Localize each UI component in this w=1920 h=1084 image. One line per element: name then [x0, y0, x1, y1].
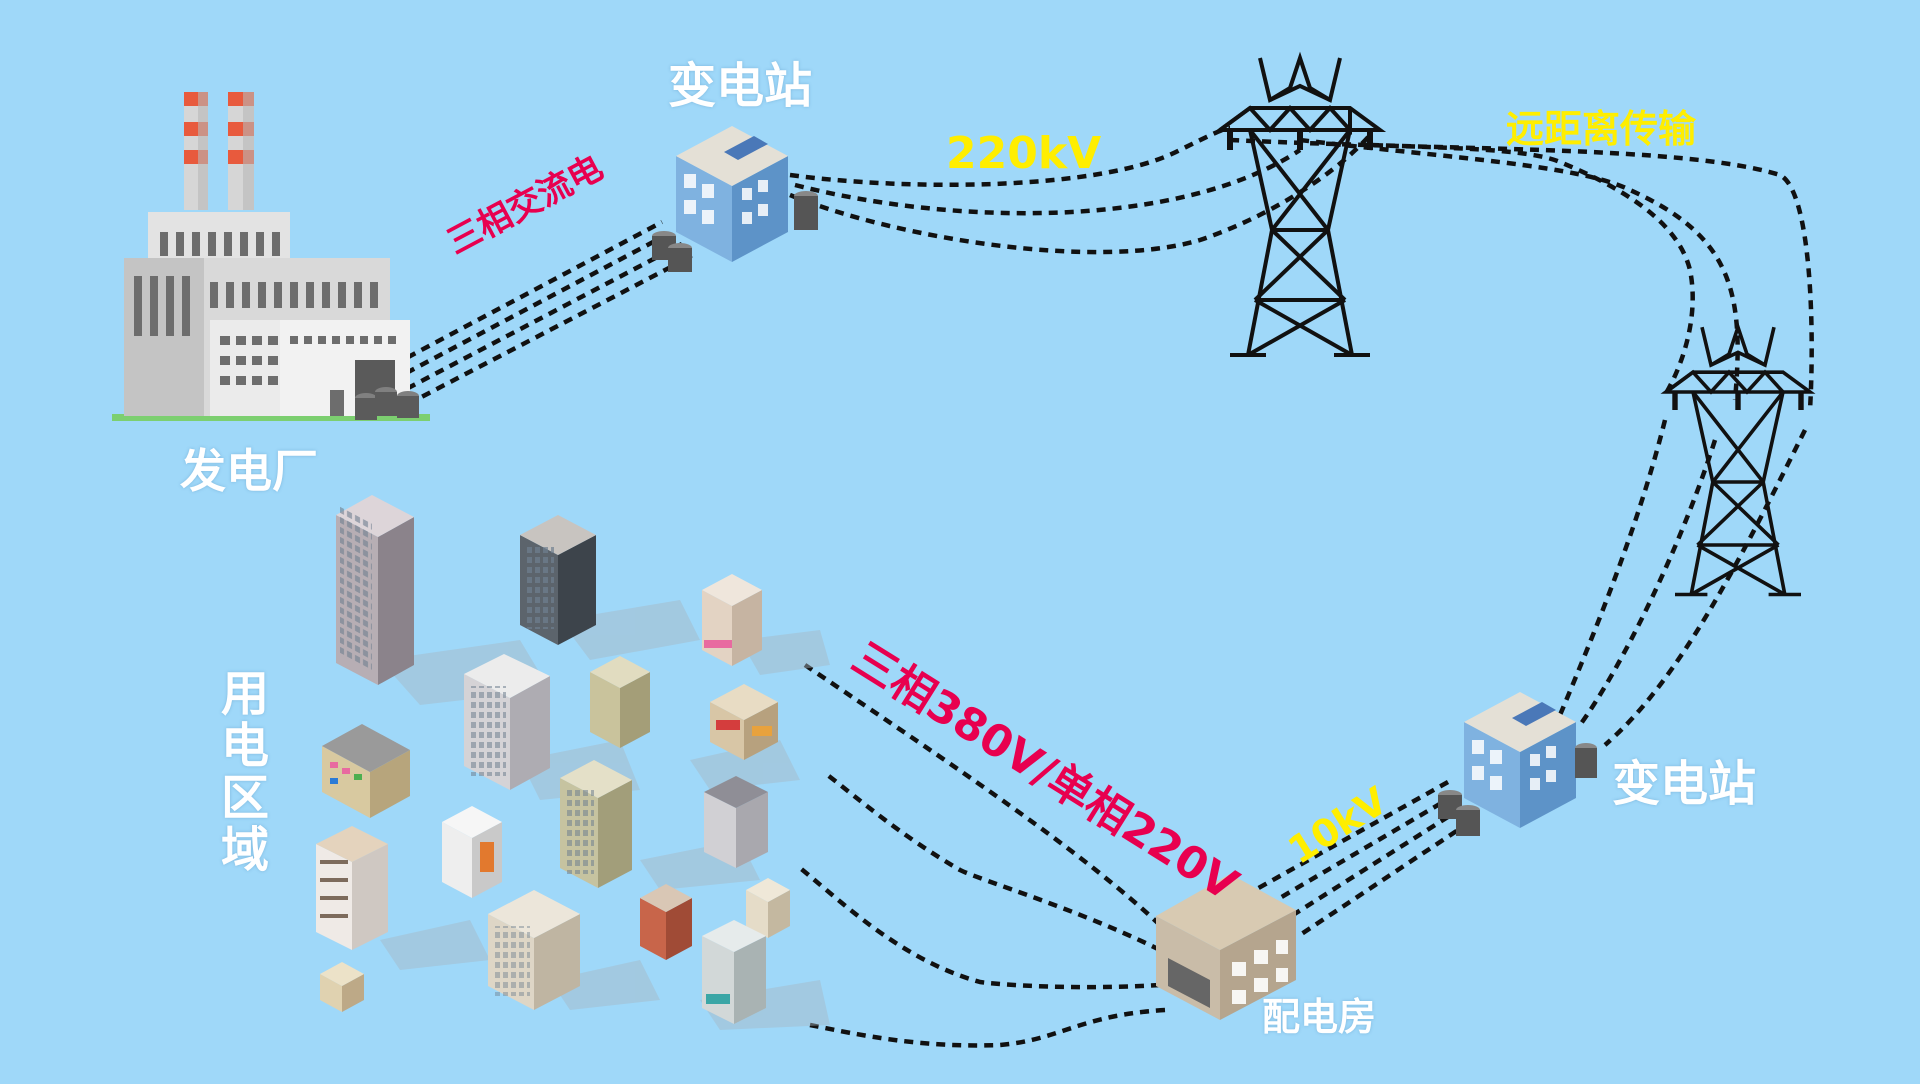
building-icon: [560, 760, 632, 888]
city-buildings-icon: [316, 495, 830, 1030]
wire-tower2-to-substation: [1557, 419, 1808, 747]
wire-plant-to-substation: [363, 220, 694, 406]
building-icon: [320, 962, 364, 1012]
consumer-area-label: 用电区域: [212, 668, 268, 876]
chimney: [228, 92, 254, 210]
building-icon: [704, 776, 768, 868]
building-icon: [464, 654, 550, 790]
long-distance-label: 远距离传输: [1506, 107, 1697, 151]
wire-substation-to-tower1: [789, 125, 1372, 255]
chimney: [184, 92, 208, 210]
building-icon: [520, 515, 596, 645]
building-icon: [336, 495, 414, 685]
substation-building-icon: [676, 126, 788, 262]
distribution-room-label: 配电房: [1262, 995, 1377, 1039]
building-icon: [488, 890, 580, 1010]
building-icon: [702, 574, 762, 666]
substation-top-label: 变电站: [668, 58, 813, 114]
building-icon: [640, 884, 692, 960]
building-icon: [442, 806, 502, 898]
transformer-icon: [1438, 743, 1597, 836]
transformer-icon: [652, 191, 818, 272]
power-plant-icon: [112, 92, 430, 421]
wires: [363, 125, 1814, 1048]
substation-bottom-label: 变电站: [1612, 756, 1757, 812]
building-icon: [316, 826, 388, 950]
wire-substation-to-distribution: [1253, 780, 1472, 937]
building-icon: [746, 878, 790, 938]
building-icon: [710, 684, 778, 760]
transmission-tower-icon: [1660, 321, 1816, 597]
substation-building-icon: [1464, 692, 1576, 828]
building-icon: [702, 920, 766, 1024]
building-icon: [322, 724, 410, 818]
wire-distribution-to-city: [798, 663, 1166, 1048]
power-plant-label: 发电厂: [180, 444, 318, 498]
transmission-tower-icon: [1213, 51, 1387, 357]
distribution-room-icon: [1156, 874, 1296, 1020]
voltage-220kv-label: 220kV: [946, 128, 1102, 179]
wire-tower1-to-tower2: [1229, 137, 1814, 411]
building-icon: [590, 656, 650, 748]
